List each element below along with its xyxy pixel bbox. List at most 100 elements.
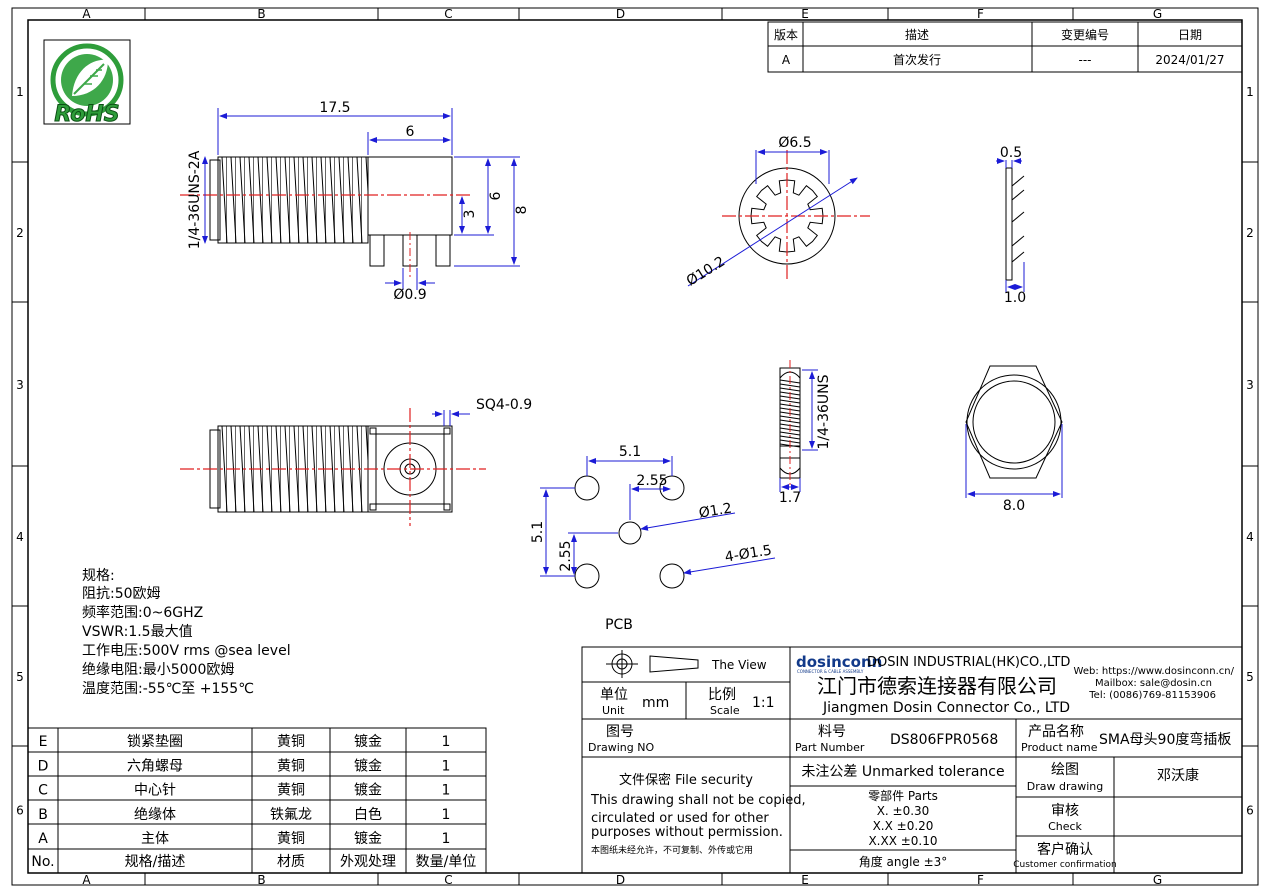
dim-pcb-pitch-y: 5.1 bbox=[530, 521, 546, 543]
lock-washer-front-view bbox=[722, 150, 870, 282]
bom-cell: 锁紧垫圈 bbox=[127, 734, 183, 750]
bom-cell: 黄铜 bbox=[277, 830, 305, 847]
frame-column-label: C bbox=[444, 7, 452, 21]
bom-cell: 六角螺母 bbox=[127, 758, 183, 774]
hex-nut-front-dimensions bbox=[965, 424, 1063, 498]
spec-line: VSWR:1.5最大值 bbox=[82, 624, 193, 640]
dim-washer-outer: Ø10.2 bbox=[684, 254, 728, 290]
unit-label-en: Unit bbox=[602, 704, 625, 717]
bom-cell: 镀金 bbox=[354, 782, 382, 799]
bom-cell: 镀金 bbox=[354, 757, 382, 774]
drawing-no-en: Drawing NO bbox=[588, 741, 654, 754]
frame-column-label: F bbox=[977, 873, 984, 887]
revision-description: 首次发行 bbox=[893, 52, 941, 67]
frame-column-label: E bbox=[801, 873, 809, 887]
frame-row-label: 1 bbox=[16, 85, 24, 99]
bom-cell: 1 bbox=[442, 758, 451, 774]
part-no-value: DS806FPR0568 bbox=[890, 732, 998, 748]
revision-header-version: 版本 bbox=[774, 28, 798, 42]
tolerance-parts: 零部件 Parts bbox=[868, 788, 938, 803]
draw-label-cn: 绘图 bbox=[1051, 762, 1079, 778]
frame-column-label: D bbox=[616, 7, 625, 21]
frame-column-label: D bbox=[616, 873, 625, 887]
bom-cell: E bbox=[39, 734, 48, 750]
bom-cell: 铁氟龙 bbox=[270, 807, 312, 823]
dim-washer-thickness: 0.5 bbox=[1000, 145, 1022, 161]
spec-line: 工作电压:500V rms @sea level bbox=[82, 643, 291, 659]
dim-pcb-ground-holes: 4-Ø1.5 bbox=[724, 542, 773, 565]
revision-version: A bbox=[782, 53, 791, 67]
connector-side-view bbox=[180, 156, 470, 280]
bom-cell: 镀金 bbox=[354, 830, 382, 847]
pcb-labels: 5.1 2.55 5.1 2.55 Ø1.2 4-Ø1.5 PCB bbox=[530, 444, 773, 633]
dim-nut-thread: 1/4-36UNS bbox=[816, 374, 832, 449]
part-no-cn: 料号 bbox=[818, 724, 846, 740]
lock-washer-side-labels: 0.5 1.0 bbox=[1000, 145, 1026, 306]
frame-column-label: A bbox=[82, 873, 91, 887]
projection-symbol bbox=[606, 650, 699, 678]
dim-pcb-pitch-x: 5.1 bbox=[619, 444, 641, 460]
bom-cell: 黄铜 bbox=[277, 757, 305, 774]
part-no-en: Part Number bbox=[795, 741, 865, 754]
revision-date: 2024/01/27 bbox=[1155, 53, 1224, 67]
bom-cell: 白色 bbox=[354, 806, 382, 823]
specifications-title: 规格: bbox=[82, 568, 115, 584]
dim-pin-diameter: Ø0.9 bbox=[393, 287, 426, 303]
side-view-dimension-labels: 17.5 6 6 8 3 Ø0.9 1/4-36UNS-2A bbox=[187, 100, 530, 303]
dim-thread-spec: 1/4-36UNS-2A bbox=[187, 150, 203, 249]
title-block-text: The View 单位 Unit mm 比例 Scale 1:1 图号 Draw… bbox=[588, 653, 1235, 870]
lock-washer-labels: Ø6.5 Ø10.2 bbox=[684, 135, 812, 290]
dim-nut-thickness: 1.7 bbox=[779, 490, 801, 506]
dim-body-length: 6 bbox=[406, 124, 415, 140]
pcb-label: PCB bbox=[605, 617, 633, 633]
bom-cell: B bbox=[38, 807, 48, 823]
frame-row-label: 1 bbox=[1246, 85, 1254, 99]
bom-header: 材质 bbox=[277, 854, 305, 870]
scale-value: 1:1 bbox=[752, 695, 775, 711]
bom-header: 外观处理 bbox=[340, 854, 396, 870]
lock-washer-dimensions bbox=[687, 149, 858, 287]
file-security-cn: 本图纸未经允许，不可复制、外传或它用 bbox=[591, 844, 753, 856]
top-view-dimensions bbox=[432, 410, 470, 426]
frame-row-label: 3 bbox=[16, 378, 24, 392]
dim-washer-inner: Ø6.5 bbox=[778, 135, 811, 151]
frame-row-label: 6 bbox=[1246, 804, 1254, 818]
connector-top-view bbox=[180, 408, 486, 526]
bom-cell: 1 bbox=[442, 734, 451, 750]
check-label-en: Check bbox=[1048, 820, 1082, 833]
frame-row-label: 2 bbox=[16, 226, 24, 240]
frame-column-label: E bbox=[801, 7, 809, 21]
spec-line: 绝缘电阻:最小5000欧姆 bbox=[82, 662, 234, 678]
bom-cell: 主体 bbox=[141, 831, 169, 847]
rohs-logo: RoHS bbox=[43, 39, 131, 128]
bom-cell: 1 bbox=[442, 831, 451, 847]
company-name-cn: 江门市德索连接器有限公司 bbox=[817, 674, 1057, 698]
file-security-title: 文件保密 File security bbox=[619, 772, 753, 788]
frame-column-label: B bbox=[257, 7, 265, 21]
draw-value: 邓沃康 bbox=[1157, 767, 1199, 784]
company-tel: Tel: (0086)769-81153906 bbox=[1088, 690, 1216, 701]
tolerance-title: 未注公差 Unmarked tolerance bbox=[801, 764, 1004, 780]
product-name-cn: 产品名称 bbox=[1028, 724, 1084, 740]
frame-row-label: 5 bbox=[16, 670, 24, 684]
bom-header: No. bbox=[31, 854, 54, 870]
dim-height-8: 8 bbox=[514, 206, 530, 215]
brand-logo: dosinconn bbox=[796, 653, 882, 671]
title-block bbox=[581, 646, 1243, 874]
dim-height-6: 6 bbox=[488, 191, 504, 200]
drawing-no-cn: 图号 bbox=[606, 724, 634, 740]
company-web: Web: https://www.dosinconn.cn/ bbox=[1074, 666, 1235, 677]
rohs-logo-text: RoHS bbox=[54, 102, 119, 127]
bom-header: 数量/单位 bbox=[416, 854, 477, 870]
spec-line: 阻抗:50欧姆 bbox=[82, 586, 161, 602]
frame-row-label: 4 bbox=[16, 530, 24, 544]
dim-square-pin: SQ4-0.9 bbox=[476, 397, 532, 413]
dim-height-3: 3 bbox=[462, 210, 478, 219]
tolerance-angle: 角度 angle ±3° bbox=[859, 854, 948, 869]
spec-line: 温度范围:-55℃至 +155℃ bbox=[82, 680, 254, 697]
frame-column-label: F bbox=[977, 7, 984, 21]
bom-cell: A bbox=[38, 831, 48, 847]
file-security-line: This drawing shall not be copied, bbox=[590, 793, 806, 808]
